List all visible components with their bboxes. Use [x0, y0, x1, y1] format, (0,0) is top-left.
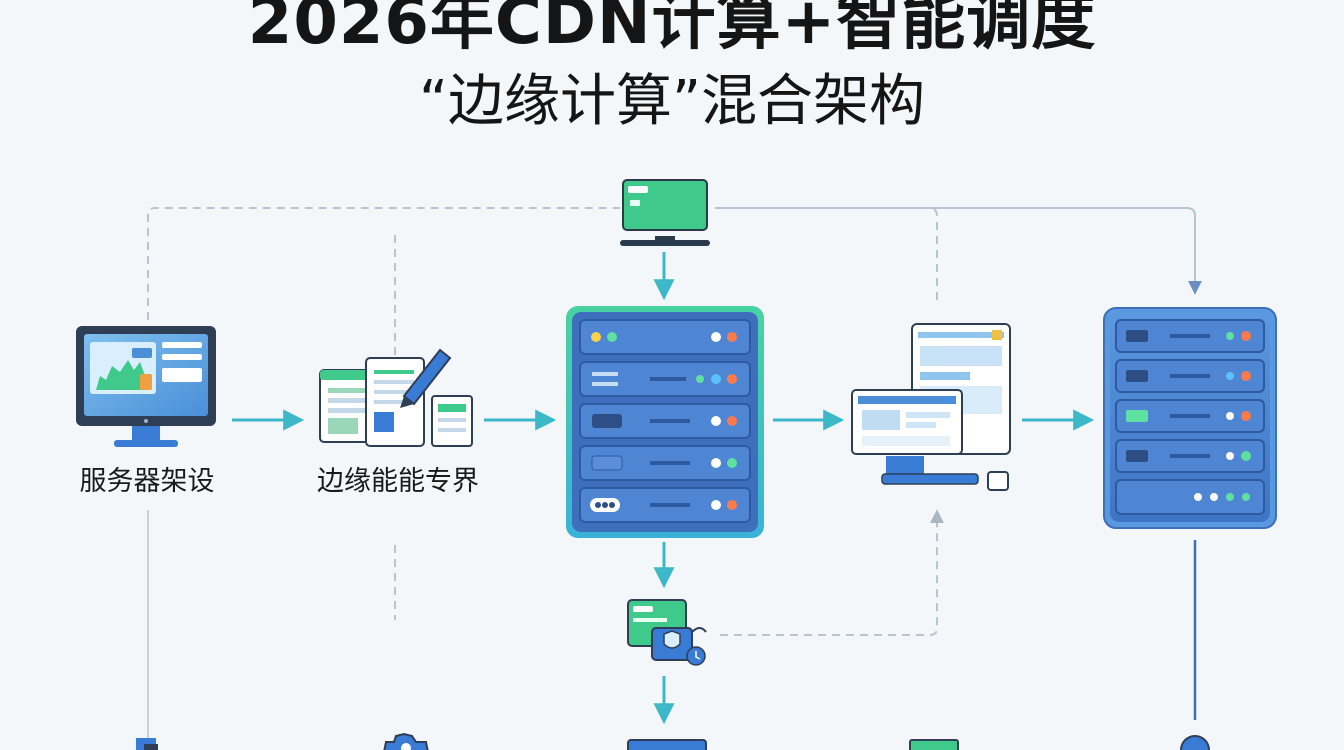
bottom-left-icon [136, 738, 158, 750]
cloud-server-rack-2 [1115, 359, 1265, 393]
edge-server-rack-2 [579, 361, 751, 397]
client-devices-icon [851, 323, 1011, 491]
bottom-screen-icon [627, 739, 707, 750]
dashed-link-monitor-top [147, 207, 620, 320]
edge-server-rack-3 [579, 403, 751, 439]
edge-server-icon [566, 306, 764, 538]
bottom-gear-icon [383, 732, 429, 750]
link-top-to-cloud [715, 207, 1202, 295]
cloud-server-rack-1 [1115, 319, 1265, 353]
security-module-icon [627, 599, 707, 666]
bottom-icons-row [136, 732, 1210, 750]
cloud-server-rack-3 [1115, 399, 1265, 433]
bottom-round-icon [1180, 735, 1210, 750]
top-terminal-icon [620, 179, 710, 246]
monitor-icon [76, 326, 216, 447]
page-subtitle: “边缘计算”混合架构 [418, 69, 926, 134]
cloud-server-rack-5 [1115, 479, 1265, 515]
edge-capability-label: 边缘能能专界 [317, 466, 479, 497]
dashed-connectors [147, 207, 938, 636]
edge-server-rack-1 [579, 319, 751, 355]
page-title: 2026年CDN计算+智能调度 [247, 0, 1097, 59]
cloud-server-rack-4 [1115, 439, 1265, 473]
edge-server-rack-4 [579, 445, 751, 481]
server-setup-label: 服务器架设 [80, 466, 215, 497]
dashed-link-security-devices [720, 520, 938, 636]
solid-light-connectors [147, 207, 1202, 750]
bottom-doc-icon [909, 739, 959, 750]
dashed-link-devices-top [715, 207, 938, 300]
cloud-server-icon [1103, 307, 1277, 529]
edge-server-rack-5 [579, 487, 751, 523]
document-stack-icon [319, 348, 473, 447]
flow-arrows [232, 252, 1095, 725]
